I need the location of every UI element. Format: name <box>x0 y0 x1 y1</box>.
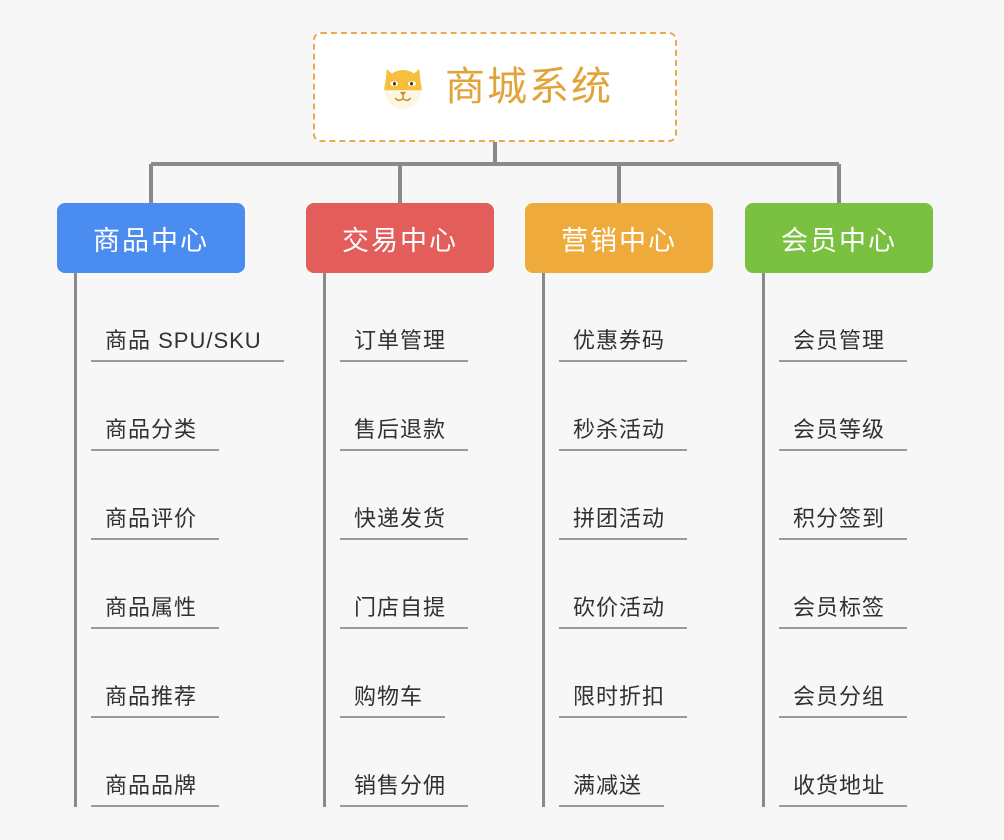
category-box-marketing-center[interactable]: 营销中心 <box>525 203 713 273</box>
list-item[interactable]: 订单管理 <box>326 273 494 362</box>
list-item[interactable]: 会员分组 <box>765 629 933 718</box>
leaf-label: 限时折扣 <box>559 684 688 718</box>
list-item[interactable]: 商品属性 <box>77 540 245 629</box>
category-label: 会员中心 <box>781 225 897 256</box>
list-item[interactable]: 限时折扣 <box>545 629 713 718</box>
list-item[interactable]: 售后退款 <box>326 362 494 451</box>
leaf-label: 购物车 <box>340 684 446 718</box>
leaf-label: 积分签到 <box>779 506 908 540</box>
leaf-label: 砍价活动 <box>559 595 688 629</box>
leaf-label: 收货地址 <box>779 773 908 807</box>
list-item[interactable]: 门店自提 <box>326 540 494 629</box>
category-box-product-center[interactable]: 商品中心 <box>57 203 245 273</box>
leaf-label: 订单管理 <box>340 328 469 362</box>
list-item[interactable]: 商品品牌 <box>77 718 245 807</box>
list-item[interactable]: 会员管理 <box>765 273 933 362</box>
leaf-label: 商品推荐 <box>91 684 220 718</box>
list-item[interactable]: 商品评价 <box>77 451 245 540</box>
list-item[interactable]: 砍价活动 <box>545 540 713 629</box>
category-box-trade-center[interactable]: 交易中心 <box>306 203 494 273</box>
category-label: 交易中心 <box>342 225 458 256</box>
leaf-label: 销售分佣 <box>340 773 469 807</box>
category-label: 商品中心 <box>93 225 209 256</box>
list-item[interactable]: 购物车 <box>326 629 494 718</box>
leaf-label: 商品品牌 <box>91 773 220 807</box>
list-item[interactable]: 积分签到 <box>765 451 933 540</box>
root-node[interactable]: 商城系统 <box>313 32 677 142</box>
leaf-label: 快递发货 <box>340 506 469 540</box>
list-item[interactable]: 拼团活动 <box>545 451 713 540</box>
list-item[interactable]: 商品 SPU/SKU <box>77 273 284 362</box>
leaf-list-trade-center: 订单管理 售后退款 快递发货 门店自提 购物车 销售分佣 <box>323 273 494 807</box>
leaf-label: 商品分类 <box>91 417 220 451</box>
leaf-label: 会员分组 <box>779 684 908 718</box>
shiba-dog-face-icon <box>384 69 422 109</box>
list-item[interactable]: 会员标签 <box>765 540 933 629</box>
branch-column-trade-center: 交易中心 订单管理 售后退款 快递发货 门店自提 购物车 销售分佣 <box>306 203 494 807</box>
list-item[interactable]: 会员等级 <box>765 362 933 451</box>
leaf-label: 满减送 <box>559 773 665 807</box>
leaf-label: 会员管理 <box>779 328 908 362</box>
leaf-list-marketing-center: 优惠券码 秒杀活动 拼团活动 砍价活动 限时折扣 满减送 <box>542 273 713 807</box>
branch-column-marketing-center: 营销中心 优惠券码 秒杀活动 拼团活动 砍价活动 限时折扣 满减送 <box>525 203 713 807</box>
list-item[interactable]: 优惠券码 <box>545 273 713 362</box>
leaf-label: 优惠券码 <box>559 328 688 362</box>
leaf-label: 商品 SPU/SKU <box>91 328 284 362</box>
list-item[interactable]: 商品分类 <box>77 362 245 451</box>
leaf-label: 商品评价 <box>91 506 220 540</box>
branch-column-product-center: 商品中心 商品 SPU/SKU 商品分类 商品评价 商品属性 商品推荐 商品品牌 <box>57 203 284 807</box>
leaf-label: 秒杀活动 <box>559 417 688 451</box>
category-box-member-center[interactable]: 会员中心 <box>745 203 933 273</box>
list-item[interactable]: 商品推荐 <box>77 629 245 718</box>
list-item[interactable]: 销售分佣 <box>326 718 494 807</box>
leaf-list-member-center: 会员管理 会员等级 积分签到 会员标签 会员分组 收货地址 <box>762 273 933 807</box>
leaf-list-product-center: 商品 SPU/SKU 商品分类 商品评价 商品属性 商品推荐 商品品牌 <box>74 273 284 807</box>
leaf-label: 会员标签 <box>779 595 908 629</box>
category-label: 营销中心 <box>561 225 677 256</box>
root-title: 商城系统 <box>445 65 613 109</box>
list-item[interactable]: 收货地址 <box>765 718 933 807</box>
leaf-label: 商品属性 <box>91 595 220 629</box>
branch-column-member-center: 会员中心 会员管理 会员等级 积分签到 会员标签 会员分组 收货地址 <box>745 203 933 807</box>
leaf-label: 门店自提 <box>340 595 469 629</box>
list-item[interactable]: 满减送 <box>545 718 713 807</box>
leaf-label: 会员等级 <box>779 417 908 451</box>
list-item[interactable]: 快递发货 <box>326 451 494 540</box>
leaf-label: 拼团活动 <box>559 506 688 540</box>
leaf-label: 售后退款 <box>340 417 469 451</box>
list-item[interactable]: 秒杀活动 <box>545 362 713 451</box>
